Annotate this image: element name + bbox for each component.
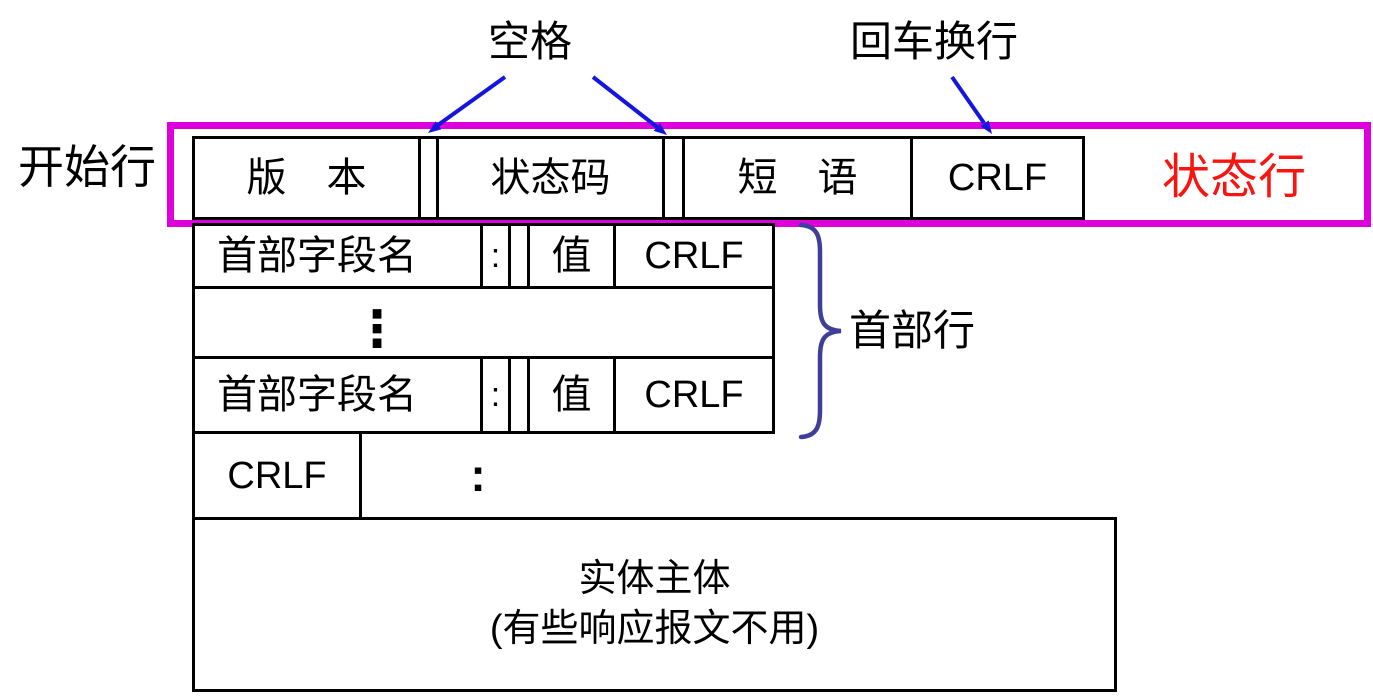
- entity-body-title: 实体主体: [578, 558, 731, 601]
- header-crlf-box-1: CRLF: [613, 223, 775, 289]
- header-colon-box-2: :: [480, 356, 511, 434]
- blank-line-colon: :: [470, 449, 486, 501]
- header-colon-box-1: :: [480, 223, 511, 289]
- blank-line-crlf-box: CRLF: [192, 431, 362, 520]
- space-arrow-right: [591, 75, 659, 129]
- carriage-return-linefeed-label: 回车换行: [850, 18, 1019, 65]
- header-lines-label: 首部行: [849, 307, 976, 354]
- entity-body-box: 实体主体 (有些响应报文不用): [192, 517, 1117, 692]
- phrase-box: 短 语: [682, 136, 913, 220]
- start-line-label: 开始行: [18, 141, 156, 193]
- header-value-box-1: 值: [527, 223, 616, 289]
- header-value-box-2: 值: [527, 356, 616, 434]
- status-code-box: 状态码: [436, 136, 665, 220]
- header-field-name-box-2: 首部字段名: [192, 356, 483, 434]
- space-label: 空格: [488, 18, 573, 65]
- status-line-label: 状态行: [1162, 151, 1307, 204]
- vertical-ellipsis: ⋮: [352, 301, 402, 357]
- header-ellipsis-row-box: [192, 286, 775, 359]
- header-lines-brace: [798, 222, 842, 440]
- header-crlf-box-2: CRLF: [613, 356, 775, 434]
- header-field-name-box-1: 首部字段名: [192, 223, 483, 289]
- space-arrow-left: [436, 75, 507, 127]
- version-box: 版 本: [192, 136, 421, 220]
- status-line-crlf-box: CRLF: [910, 136, 1085, 220]
- entity-body-note: (有些响应报文不用): [489, 607, 820, 650]
- crlf-arrow: [950, 75, 986, 125]
